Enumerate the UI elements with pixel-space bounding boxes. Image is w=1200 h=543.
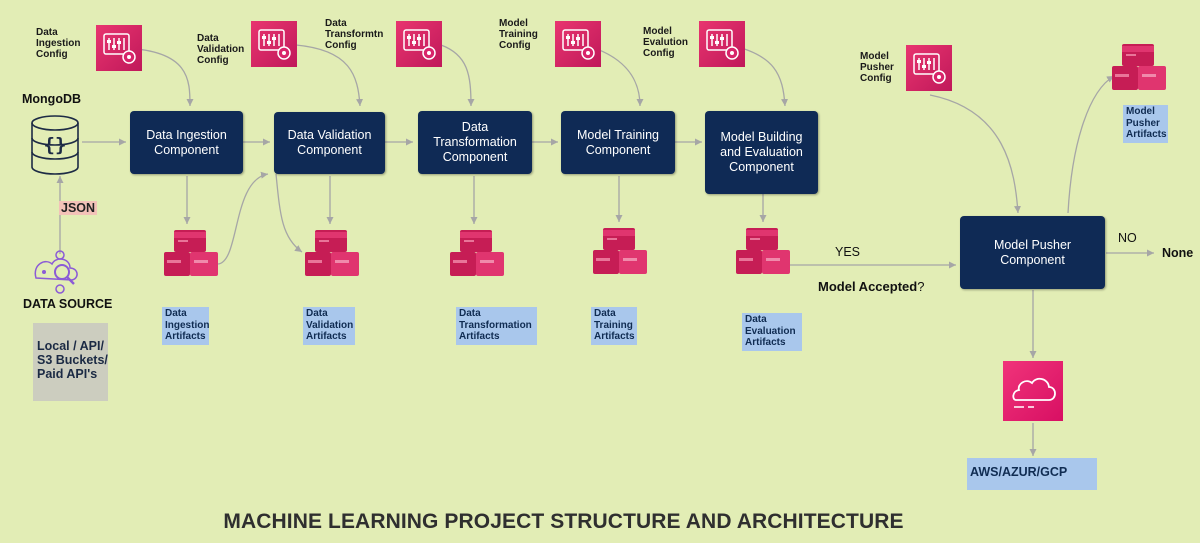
question-mark: ? [917,279,925,294]
model-accepted-text: Model Accepted [818,279,918,294]
training-artifact-icon [593,228,647,274]
data-validation-component: Data Validation Component [274,112,385,174]
training-artifacts-label: Data Training Artifacts [591,307,637,345]
model-pusher-component: Model Pusher Component [960,216,1105,289]
data-ingestion-component: Data Ingestion Component [130,111,243,174]
diagram-title: MACHINE LEARNING PROJECT STRUCTURE AND A… [223,510,904,533]
model-accepted-question: Model Accepted? [818,279,924,294]
pusher-artifact-icon [1112,44,1166,90]
none-label: None [1162,246,1194,260]
data-validation-component-label: Data Validation Component [287,128,372,157]
transformation-artifact-icon [450,230,504,276]
svg-text:{}: {} [44,134,67,156]
database-icon: {} [31,115,79,175]
cloud-icon [1003,361,1063,421]
transformation-config-label: Data Transformtn Config [325,18,384,51]
ingestion-config-icon [95,24,143,72]
pusher-config-label: Model Pusher Config [860,51,894,84]
yes-label: YES [835,245,861,259]
validation-config-icon [250,20,298,68]
ingestion-config-label: Data Ingestion Config [36,27,81,60]
evaluation-config-label: Model Evalution Config [643,26,689,59]
data-sources-box: Local / API/ S3 Buckets/ Paid API's [33,323,108,401]
model-training-component-label: Model Training Component [577,127,659,157]
mongodb-label: MongoDB [22,92,82,106]
model-pusher-component-label: Model Pusher Component [993,237,1072,267]
cloud-destination-label: AWS/AZUR/GCP [967,458,1097,490]
model-evaluation-component-label: Model Building and Evaluation Component [720,130,803,174]
validation-artifact-icon [305,230,359,276]
ingestion-artifacts-label: Data Ingestion Artifacts [162,307,209,345]
no-label: NO [1118,231,1137,245]
evaluation-config-icon [698,20,746,68]
data-source-label: DATA SOURCE [23,297,113,311]
training-config-icon [554,20,602,68]
model-evaluation-component: Model Building and Evaluation Component [705,111,818,194]
evaluation-artifact-icon [736,228,790,274]
validation-config-label: Data Validation Config [197,33,245,66]
validation-artifacts-label: Data Validation Artifacts [303,307,355,345]
evaluation-artifacts-label: Data Evaluation Artifacts [742,313,802,351]
data-ingestion-component-label: Data Ingestion Component [146,127,227,157]
ingestion-artifact-icon [164,230,218,276]
data-transformation-component-label: Data Transformation Component [433,120,517,164]
data-transformation-component: Data Transformation Component [418,111,532,174]
data-source-icon [34,250,78,294]
model-training-component: Model Training Component [561,111,675,174]
transformation-config-icon [395,20,443,68]
json-label: JSON [59,201,98,215]
pusher-config-icon [905,44,953,92]
pusher-artifacts-label: Model Pusher Artifacts [1123,105,1168,143]
training-config-label: Model Training Config [499,18,538,51]
transformation-artifacts-label: Data Transformation Artifacts [456,307,537,345]
